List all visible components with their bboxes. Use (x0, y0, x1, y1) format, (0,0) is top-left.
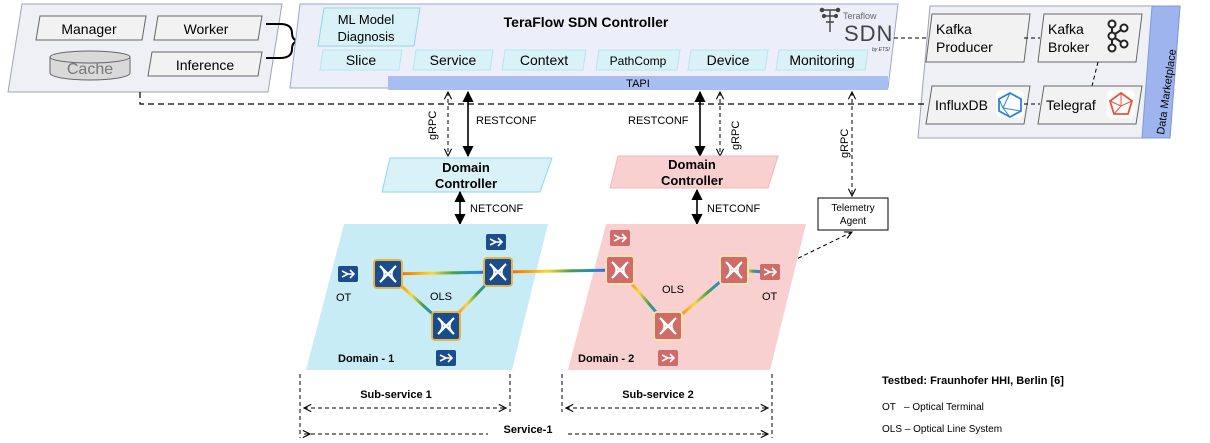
telemetry-agent-line1: Telemetry (831, 203, 874, 214)
telemetry-agent-box (817, 197, 889, 231)
legend-ot: OT – Optical Terminal (882, 402, 984, 413)
domain1-controller-line2: Controller (435, 176, 497, 191)
telemetry-bus-line (139, 92, 926, 105)
module-box-monitoring (775, 49, 869, 71)
sub-service-1-label: Sub-service 1 (360, 389, 432, 401)
ml-module-line2: Diagnosis (337, 29, 395, 44)
logo-by-text: by ETSI (872, 47, 890, 53)
legend-testbed: Testbed: Fraunhofer HHI, Berlin [6] (882, 375, 1064, 387)
logo-small-text: Teraflow (843, 11, 877, 21)
teraflow-logo-icon (819, 7, 841, 32)
kafka-icon (1107, 19, 1129, 53)
domain2-controller-line2: Controller (661, 173, 723, 188)
cache-label: Cache (67, 61, 113, 78)
domain1-roadm-left-icon (372, 258, 404, 290)
module-label-pathcomp: PathComp (610, 54, 667, 68)
module-box-device (687, 49, 769, 71)
kafka-producer-line1: Kafka (936, 21, 972, 37)
netconf-label-domain1: NETCONF (470, 203, 523, 215)
controller-modules: Slice Service Context PathComp Device Monitor… (319, 49, 869, 71)
domain2-ot-bottom-icon (657, 349, 679, 367)
teraflow-logo: Teraflow SDN by ETSI (819, 7, 893, 53)
telegraf-label: Telegraf (1046, 97, 1096, 113)
legend-ols: OLS – Optical Line System (882, 424, 1002, 435)
domain2-roadm-left-icon (604, 254, 636, 286)
module-label-slice: Slice (346, 52, 377, 68)
kafka-broker-line2: Broker (1048, 39, 1090, 55)
data-marketplace-label-strip (1141, 5, 1181, 139)
influxdb-icon (996, 90, 1024, 119)
inference-label: Inference (176, 57, 235, 73)
grpc-label-domain2: gRPC (730, 121, 742, 150)
tapi-bar (388, 76, 888, 90)
domain1-roadm-bottom-icon (430, 310, 462, 342)
domain2-roadm-right-icon (718, 254, 750, 286)
domain1-roadm-right-icon (482, 256, 514, 288)
service-guides (299, 374, 773, 438)
domain2-ot-label: OT (762, 291, 778, 303)
manager-label: Manager (61, 21, 117, 37)
module-box-service (412, 49, 494, 71)
manager-box (35, 15, 147, 41)
domain1-ot-left-icon (337, 265, 359, 283)
domain1-controller-box (381, 157, 553, 193)
module-label-service: Service (430, 52, 477, 68)
module-box-pathcomp (595, 49, 681, 71)
tapi-label: TAPI (626, 78, 650, 90)
domain1-ot-bottom-icon (435, 349, 457, 367)
domain2-ols-label: OLS (662, 284, 684, 296)
worker-box (153, 15, 263, 41)
ml-module-box (317, 7, 421, 47)
domain1-ot-top-icon (485, 233, 507, 251)
restconf-label-domain1: RESTCONF (476, 115, 537, 127)
worker-label: Worker (184, 21, 229, 37)
telegraf-icon (1107, 90, 1135, 118)
grpc-label-domain1: gRPC (427, 111, 439, 140)
controller-title: TeraFlow SDN Controller (504, 14, 669, 30)
domain2-ot-top-icon (609, 229, 631, 247)
domain1-ot-label: OT (336, 292, 352, 304)
kafka-producer-line2: Producer (936, 39, 993, 55)
kafka-broker-line1: Kafka (1048, 21, 1084, 37)
cache-cylinder (49, 50, 131, 81)
logo-big-text: SDN (844, 21, 893, 46)
domain1-controller-line1: Domain (442, 160, 490, 175)
restconf-label-domain2: RESTCONF (628, 115, 689, 127)
influxdb-label: InfluxDB (935, 97, 988, 113)
module-label-device: Device (707, 52, 750, 68)
module-box-context (501, 49, 587, 71)
domain2-controller-box (609, 155, 779, 189)
kafka-producer-box (925, 13, 1031, 63)
domain2-roadm-bottom-icon (652, 310, 684, 342)
sub-service-2-label: Sub-service 2 (622, 389, 694, 401)
netconf-label-domain2: NETCONF (707, 203, 760, 215)
domain2-ot-right-icon (759, 263, 781, 281)
module-label-monitoring: Monitoring (789, 52, 854, 68)
module-box-slice (319, 49, 403, 71)
domain1-label: Domain - 1 (338, 353, 394, 365)
service-1-label: Service-1 (504, 424, 553, 436)
domain2-controller-line1: Domain (668, 157, 716, 172)
telemetry-agent-line2: Agent (840, 216, 866, 227)
module-label-context: Context (520, 52, 568, 68)
domain1-ols-label: OLS (430, 291, 452, 303)
inference-box (147, 51, 263, 77)
ml-module-line1: ML Model (338, 12, 395, 27)
grpc-label-telemetry: gRPC (839, 129, 851, 158)
domain2-label: Domain - 2 (578, 353, 634, 365)
